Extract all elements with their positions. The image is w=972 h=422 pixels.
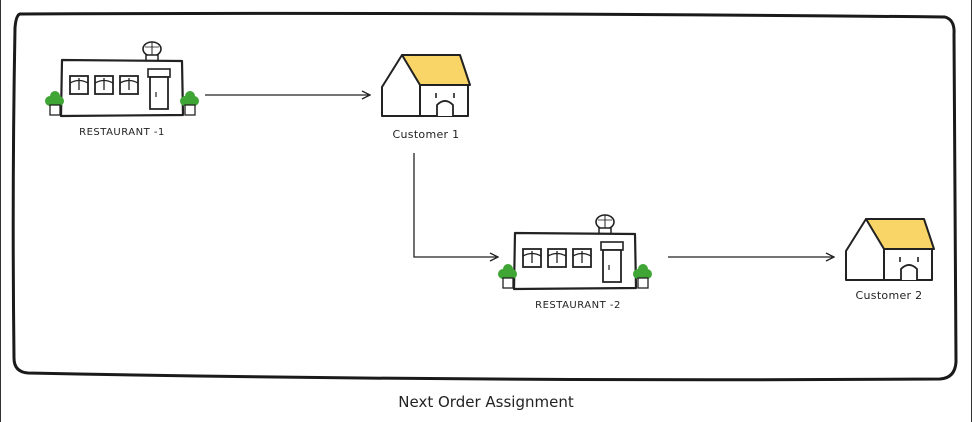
customer-2-house-icon (845, 218, 935, 281)
restaurant-2-icon (496, 213, 654, 291)
page-left-edge (0, 0, 1, 422)
arrow-customer-1-to-restaurant-2 (413, 153, 498, 257)
diagram-caption: Next Order Assignment (398, 393, 574, 411)
restaurant-1-label: RESTAURANT -1 (79, 127, 165, 138)
customer-1-house-icon (381, 54, 471, 117)
customer-1-label: Customer 1 (392, 128, 460, 141)
customer-2-label: Customer 2 (855, 289, 923, 302)
diagram-frame (11, 11, 958, 382)
restaurant-2-label: RESTAURANT -2 (535, 300, 621, 311)
restaurant-1-icon (43, 40, 201, 118)
